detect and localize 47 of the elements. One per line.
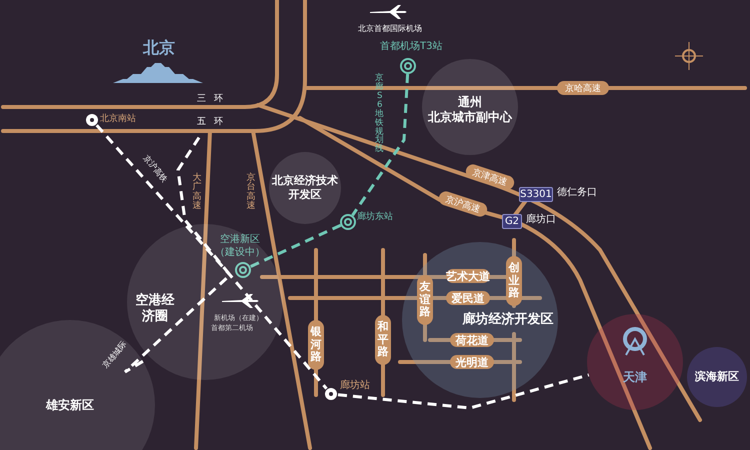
exit-name: 廊坊口 [526,214,556,226]
highway-shield: G2 [502,214,522,228]
road-name-tag: 银河路 [308,320,324,370]
place-name: 北京首都国际机场 [358,24,422,34]
district-name: 廊坊经济开发区 [462,312,554,328]
district-name: 天津 [623,370,647,384]
station-name: 北京南站 [100,114,136,126]
station-name: 廊坊站 [340,380,370,392]
rail-line [351,74,410,216]
highway-shield: S3301 [519,186,553,202]
station-name: 空港新区（建设中） [214,234,266,259]
exit-name: 德仁务口 [557,187,597,200]
district-name: 通州 [458,95,482,110]
district-name: 北京经济技术开发区 [271,174,339,202]
station-pin-icon [85,113,99,127]
metro-station-icon [340,214,356,230]
road-name-tag: 京哈高速 [557,81,609,95]
station-name: 廊坊东站 [357,212,393,224]
district-name: 雄安新区 [46,398,94,412]
district-name: 空港经济圈 [134,292,176,326]
road-name-tag: 京沪高速 [437,190,489,218]
road-name-tag: 艺术大道 [446,269,490,283]
road-name-tag: 爱民道 [446,291,490,305]
ring-road-name: 五环 [197,117,231,128]
edge-label: 京雄城际 [100,340,130,370]
district-circle [269,152,341,224]
rail-line [124,135,232,374]
district-name: 北京城市副中心 [428,110,512,125]
metro-station-icon [400,58,416,74]
road-name-tag: 京津高速 [464,162,516,192]
station-name: 首都机场T3站 [380,41,442,54]
road-name-tag: 光明道 [450,355,494,369]
road-name-tag: 和平路 [375,315,391,365]
city-name: 北京 [143,38,175,58]
road-name-tag: 荷花道 [450,333,494,347]
road-name: 大广高速 [192,174,202,212]
district-name: 滨海新区 [695,370,739,384]
road-name-tag: 友谊路 [417,275,433,325]
metro-station-icon [235,262,251,278]
road-name: 京台高速 [246,174,256,212]
rail-line [96,124,328,390]
ring-road-name: 三环 [197,94,231,106]
station-pin-icon [324,387,338,401]
rail-line [250,224,342,268]
road-name-tag: 创业路 [506,256,522,306]
rail-line [338,373,590,410]
edge-label: 京沪高铁 [140,154,170,184]
